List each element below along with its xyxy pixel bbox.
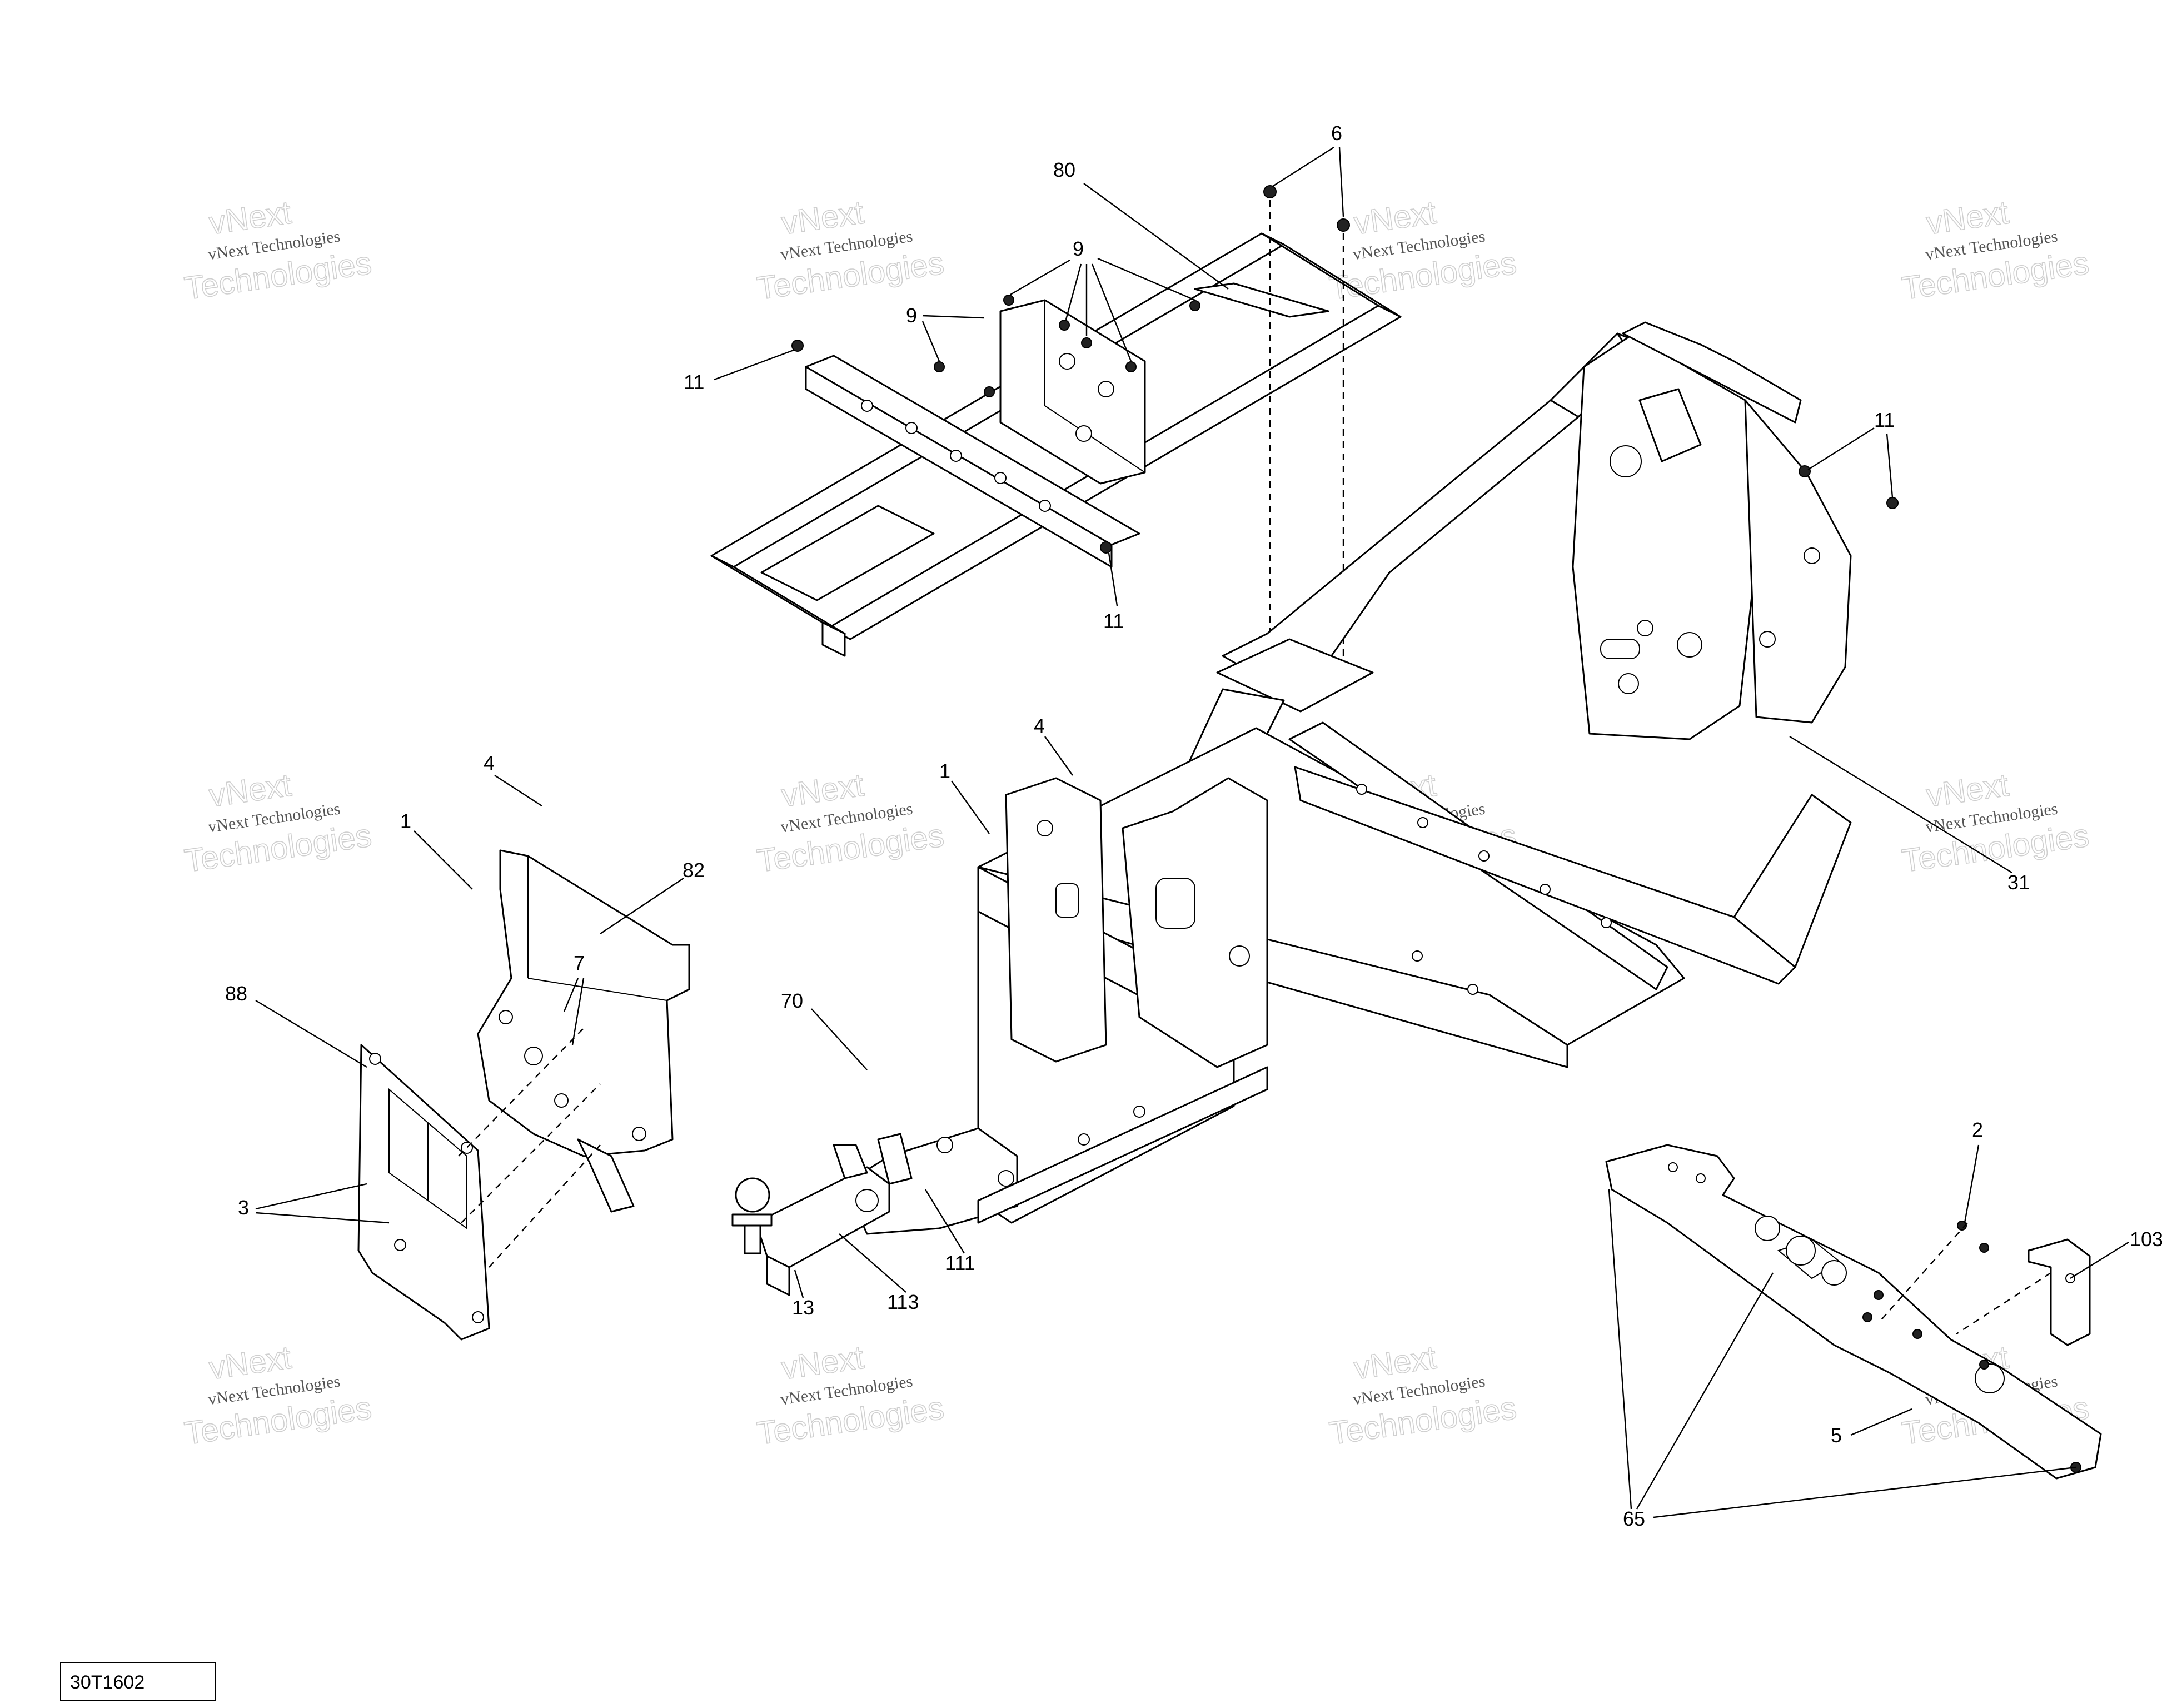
svg-text:vNext: vNext: [207, 1339, 293, 1387]
callout-113: 113: [887, 1291, 919, 1313]
alignment-line: [1878, 1222, 1968, 1323]
svg-text:vNext: vNext: [1352, 1339, 1438, 1387]
part-103-small-bracket: [2028, 1238, 2091, 1346]
callout-88: 88: [225, 982, 247, 1005]
callout-1-center: 1: [939, 760, 950, 783]
part-113-hitch-receiver: [755, 1144, 890, 1296]
diagram-id-box: 30T1602: [60, 1662, 216, 1701]
watermark-6: vNext vNext Technologies Technologies: [754, 766, 947, 880]
svg-text:vNext: vNext: [207, 195, 293, 242]
callout-13: 13: [792, 1296, 814, 1319]
callout-6: 6: [1331, 122, 1342, 145]
callout-65: 65: [1623, 1507, 1645, 1530]
alignment-line: [1956, 1272, 2051, 1335]
callout-70: 70: [781, 989, 803, 1012]
callout-9-left: 9: [906, 304, 917, 327]
part-13-hitch-ball: [731, 1177, 773, 1254]
watermark-11: vNext vNext Technologies Technologies: [1327, 1339, 1519, 1452]
callout-7: 7: [574, 952, 585, 974]
callout-4-left: 4: [484, 751, 495, 774]
svg-text:vNext: vNext: [779, 767, 866, 814]
callout-11-bottom: 11: [1103, 610, 1124, 633]
callout-80: 80: [1053, 158, 1075, 181]
watermark-1: vNext vNext Technologies Technologies: [182, 194, 374, 307]
watermark-9: vNext vNext Technologies Technologies: [182, 1339, 374, 1452]
diagram-id-label: 30T1602: [70, 1672, 145, 1693]
callout-111: 111: [945, 1252, 975, 1274]
svg-text:vNext: vNext: [779, 1339, 866, 1387]
svg-text:vNext: vNext: [779, 195, 866, 242]
alignment-line: [461, 1083, 601, 1223]
alignment-line: [458, 1028, 584, 1157]
part-65-rear-bracket: [1605, 1144, 2102, 1480]
callout-5: 5: [1831, 1424, 1842, 1447]
watermark-2: vNext vNext Technologies Technologies: [754, 194, 947, 307]
svg-text:vNext: vNext: [207, 767, 293, 814]
alignment-line: [489, 1144, 601, 1268]
callout-82: 82: [683, 859, 705, 882]
callout-9: 9: [1073, 237, 1084, 260]
watermark-10: vNext vNext Technologies Technologies: [754, 1339, 947, 1452]
callout-11-right: 11: [1874, 409, 1895, 431]
watermark-8: vNext vNext Technologies Technologies: [1899, 766, 2091, 880]
part-80-rear-subframe: [710, 185, 1402, 657]
part-88-skid-plate: [357, 1044, 490, 1341]
callout-31: 31: [2007, 871, 2030, 894]
callout-11-left: 11: [684, 371, 704, 394]
svg-text:vNext: vNext: [1924, 195, 2011, 242]
svg-text:vNext: vNext: [1924, 767, 2011, 814]
part-31-main-frame: [844, 321, 1899, 1235]
callout-1-left: 1: [400, 810, 411, 833]
watermark-4: vNext vNext Technologies Technologies: [1899, 194, 2091, 307]
watermark-5: vNext vNext Technologies Technologies: [182, 766, 374, 880]
callouts: 6 80 9 9 11 11 11 31 4 1: [225, 122, 2162, 1530]
part-82-front-bracket: [477, 849, 690, 1213]
callout-103: 103: [2130, 1228, 2162, 1251]
callout-3: 3: [238, 1196, 249, 1219]
svg-text:vNext: vNext: [1352, 195, 1438, 242]
callout-2: 2: [1972, 1118, 1983, 1141]
callout-4-center: 4: [1034, 714, 1045, 737]
